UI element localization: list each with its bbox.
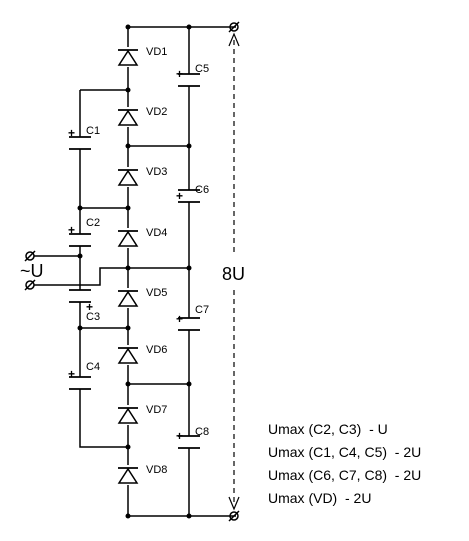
diode-vd6: VD6 [117, 344, 167, 365]
voltage-arrow-head-bottom [228, 496, 240, 511]
diode-label: VD8 [146, 464, 167, 476]
capacitor-c3: +C3 [69, 289, 100, 323]
input-voltage-label: ~U [20, 261, 44, 281]
note-c6-c7-c8: Umax (C6, C7, C8) - 2U [268, 467, 422, 483]
diode-label: VD2 [146, 106, 167, 118]
diode-vd5: VD5 [117, 287, 167, 308]
capacitor-c2: + C2 [68, 217, 100, 247]
diode-label: VD4 [146, 227, 167, 239]
capacitor-label: C3 [86, 311, 100, 323]
capacitor-c5: + C5 [176, 63, 209, 87]
polarity-plus: + [176, 189, 183, 203]
diode-vd4: VD4 [117, 227, 167, 248]
polarity-plus: + [68, 126, 75, 140]
capacitor-label: C2 [86, 217, 100, 229]
polarity-plus: + [176, 67, 183, 81]
capacitor-c1: + C1 [68, 125, 100, 150]
diode-label: VD1 [146, 46, 167, 58]
diode-label: VD7 [146, 404, 167, 416]
capacitor-c7: + C7 [176, 304, 209, 331]
diode-label: VD5 [146, 287, 167, 299]
diode-vd8: VD8 [117, 464, 167, 485]
capacitor-label: C4 [86, 361, 100, 373]
capacitor-label: C6 [195, 184, 209, 196]
capacitor-c8: + C8 [176, 426, 209, 449]
note-c1-c4-c5: Umax (C1, C4, C5) - 2U [268, 444, 422, 460]
capacitor-label: C1 [86, 125, 100, 137]
note-c2-c3: Umax (C2, C3) - U [268, 421, 388, 437]
diode-vd3: VD3 [117, 166, 167, 187]
diode-label: VD6 [146, 344, 167, 356]
capacitor-label: C7 [195, 304, 209, 316]
diode-vd7: VD7 [117, 404, 167, 425]
polarity-plus: + [68, 223, 75, 237]
note-vd: Umax (VD) - 2U [268, 490, 372, 506]
polarity-plus: + [176, 429, 183, 443]
capacitor-label: C8 [195, 426, 209, 438]
polarity-plus: + [68, 367, 75, 381]
capacitor-c6: + C6 [176, 184, 209, 203]
capacitor-c4: + C4 [68, 361, 100, 390]
output-terminal-bottom [229, 511, 239, 521]
diode-label: VD3 [146, 166, 167, 178]
output-terminal-top [229, 22, 239, 32]
diode-vd2: VD2 [117, 106, 167, 127]
voltage-notes: Umax (C2, C3) - U Umax (C1, C4, C5) - 2U… [268, 418, 421, 510]
diode-vd1: VD1 [117, 46, 167, 67]
output-voltage-label: 8U [222, 264, 245, 284]
junction-dots [77, 24, 192, 519]
polarity-plus: + [86, 300, 93, 314]
capacitor-label: C5 [195, 63, 209, 75]
voltage-arrow-head-top [228, 32, 240, 47]
polarity-plus: + [176, 312, 183, 326]
